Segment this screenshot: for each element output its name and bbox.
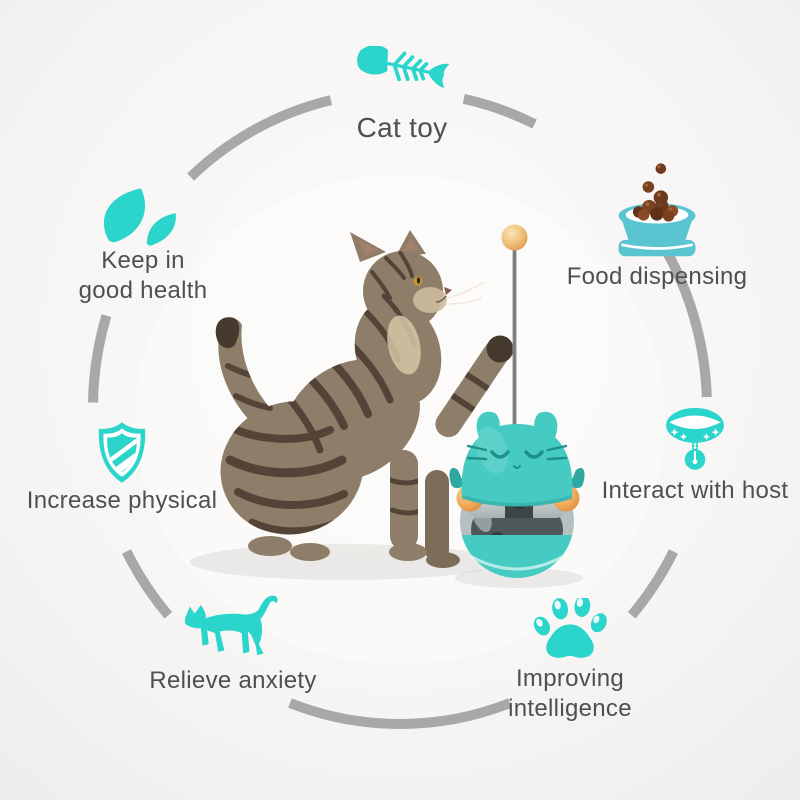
feature-label-improving-intelligence: Improving intelligence <box>508 665 632 722</box>
collar-icon <box>666 407 724 470</box>
feature-label-cat-toy: Cat toy <box>356 112 448 143</box>
feature-label-increase-physical: Increase physical <box>26 487 218 514</box>
feature-label-interact-with-host: Interact with host <box>601 477 789 504</box>
feature-left: Increase physical <box>22 420 222 516</box>
shield-icon <box>98 422 146 483</box>
feature-bottom-left: Relieve anxiety <box>143 594 323 696</box>
feature-right: Interact with host <box>590 402 800 506</box>
fishbone-icon <box>357 46 450 89</box>
feature-top: Cat toy <box>322 46 482 144</box>
paw-icon <box>533 598 607 658</box>
feature-label-keep-in-good-health: Keep in good health <box>78 247 208 304</box>
collar-stars <box>670 428 720 441</box>
feature-top-right: Food dispensing <box>557 160 757 292</box>
feature-label-relieve-anxiety: Relieve anxiety <box>149 667 317 694</box>
falling-kibble <box>642 163 669 205</box>
feature-label-food-dispensing: Food dispensing <box>566 263 748 290</box>
feature-bottom-right: Improving intelligence <box>475 598 665 724</box>
leaf-icon <box>103 188 176 246</box>
cat-silhouette-icon <box>184 595 278 656</box>
feature-top-left: Keep in good health <box>55 186 231 306</box>
kibble-pile <box>632 199 679 222</box>
food-bowl-icon <box>618 163 696 257</box>
